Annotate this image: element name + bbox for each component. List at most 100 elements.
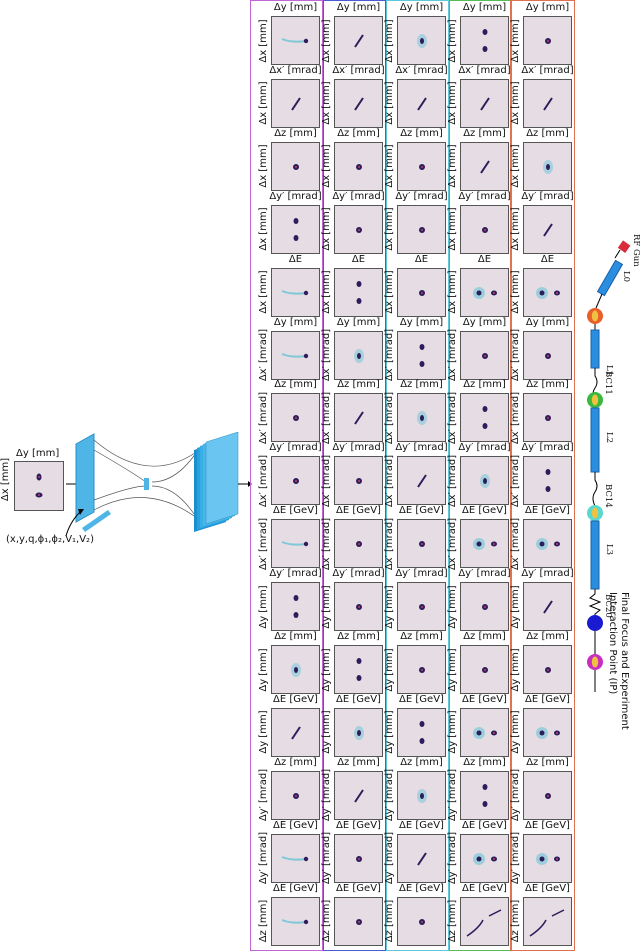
panel-side-label: Δy [mm] bbox=[384, 647, 395, 692]
distribution-plot bbox=[419, 720, 425, 744]
panel-top-label: ΔE [GeV] bbox=[273, 505, 318, 517]
label-l2: L2 bbox=[604, 432, 614, 444]
panel-top-label: Δz [mm] bbox=[463, 127, 506, 139]
phase-space-panel bbox=[271, 78, 320, 128]
column-frame-1 bbox=[250, 0, 323, 951]
distribution-plot bbox=[417, 34, 427, 48]
panel-side-label: Δx [mm] bbox=[510, 144, 521, 188]
panel-top-label: Δy [mm] bbox=[273, 316, 318, 328]
panel-side-label: Δx [mm] bbox=[447, 81, 458, 126]
distribution-plot bbox=[543, 97, 553, 111]
panel-side-label: Δx [mm] bbox=[258, 81, 269, 126]
panel-side-label: Δx′ [mrad] bbox=[384, 391, 395, 445]
panel-top-label: ΔE [GeV] bbox=[399, 693, 444, 705]
phase-space-panel bbox=[334, 770, 383, 820]
panel-side-label: Δx′ [mrad] bbox=[321, 454, 332, 507]
phase-space-panel bbox=[334, 267, 383, 317]
distribution-plot bbox=[291, 726, 301, 740]
phase-space-panel bbox=[271, 16, 320, 65]
panel-top-label: Δz [mm] bbox=[274, 756, 317, 768]
distribution-plot bbox=[419, 667, 425, 673]
panel-side-label: Δx [mm] bbox=[258, 18, 269, 63]
phase-space-panel bbox=[460, 896, 509, 946]
panel-top-label: Δy [mm] bbox=[399, 316, 444, 328]
phase-space-panel bbox=[397, 330, 446, 380]
phase-space-panel bbox=[460, 141, 509, 191]
panel-top-label: Δy′ [mrad] bbox=[332, 190, 385, 202]
input-panel bbox=[14, 461, 64, 511]
phase-space-panel bbox=[397, 267, 446, 317]
panel-side-label: Δx′ [mrad] bbox=[510, 517, 521, 570]
distribution-plot bbox=[291, 97, 301, 111]
distribution-plot bbox=[354, 97, 364, 111]
panel-side-label: Δy [mm] bbox=[447, 647, 458, 692]
distribution-plot bbox=[356, 280, 362, 304]
panel-side-label: Δz [mm] bbox=[384, 899, 395, 943]
distribution-plot bbox=[356, 604, 362, 611]
phase-space-panel bbox=[397, 204, 446, 254]
panel-side-label: Δx′ [mrad] bbox=[510, 454, 521, 507]
phase-space-panel bbox=[334, 707, 383, 757]
panel-side-label: Δx′ [mrad] bbox=[384, 517, 395, 570]
panel-side-label: Δz [mm] bbox=[510, 899, 521, 943]
phase-space-panel bbox=[523, 204, 572, 254]
distribution-plot bbox=[293, 217, 299, 241]
distribution-plot bbox=[482, 352, 488, 359]
panel-top-label: Δz [mm] bbox=[337, 631, 380, 642]
panel-top-label: Δz [mm] bbox=[463, 756, 506, 768]
l3-cavity bbox=[590, 520, 600, 590]
panel-side-label: Δy′ [mrad] bbox=[384, 832, 395, 885]
panel-top-label: Δz [mm] bbox=[274, 379, 317, 391]
panel-top-label: Δy [mm] bbox=[525, 316, 570, 328]
distribution-plot bbox=[417, 97, 427, 111]
panel-top-label: Δy [mm] bbox=[525, 2, 570, 13]
phase-space-panel bbox=[460, 770, 509, 820]
panel-top-label: Δz [mm] bbox=[274, 127, 317, 139]
panel-side-label: Δy [mm] bbox=[384, 710, 395, 755]
panel-side-label: Δx′ [mrad] bbox=[510, 391, 521, 445]
panel-top-label: Δx′ [mrad] bbox=[521, 64, 574, 76]
panel-top-label: Δy [mm] bbox=[462, 316, 507, 328]
phase-space-panel bbox=[397, 16, 446, 65]
phase-space-panel bbox=[460, 707, 509, 757]
panel-side-label: Δx [mm] bbox=[384, 144, 395, 188]
panel-side-label: Δy [mm] bbox=[447, 584, 458, 629]
panel-side-label: Δy [mm] bbox=[321, 584, 332, 629]
phase-space-panel bbox=[523, 833, 572, 883]
phase-space-panel bbox=[523, 645, 572, 694]
distribution-plot bbox=[281, 918, 309, 924]
phase-space-panel bbox=[334, 833, 383, 883]
phase-space-panel bbox=[271, 456, 320, 506]
l0-cavity bbox=[596, 259, 624, 297]
distribution-plot bbox=[473, 726, 497, 739]
distribution-plot bbox=[356, 918, 362, 925]
panel-top-label: Δx′ [mrad] bbox=[395, 64, 448, 76]
panel-side-label: Δx′ [mrad] bbox=[258, 454, 269, 507]
distribution-plot bbox=[482, 783, 488, 807]
label-bc11: BC11 bbox=[603, 371, 613, 395]
phase-space-panel bbox=[460, 204, 509, 254]
panel-top-label: ΔE [GeV] bbox=[525, 819, 570, 831]
panel-top-label: ΔE [GeV] bbox=[273, 693, 318, 705]
panel-side-label: Δx [mm] bbox=[447, 207, 458, 251]
panel-top-label: ΔE [GeV] bbox=[462, 819, 507, 831]
distribution-plot bbox=[354, 725, 364, 740]
phase-space-panel bbox=[397, 896, 446, 946]
params-arrow bbox=[65, 509, 84, 537]
distribution-plot bbox=[281, 855, 309, 861]
marker-4 bbox=[587, 615, 603, 631]
column-frame-4 bbox=[449, 0, 512, 951]
panel-top-label: Δy′ [mrad] bbox=[521, 568, 574, 580]
label-rf-gun: RF Gun bbox=[631, 234, 641, 267]
distribution-plot bbox=[293, 478, 299, 485]
panel-top-label: Δz [mm] bbox=[400, 756, 443, 768]
panel-side-label: Δy [mm] bbox=[510, 710, 521, 755]
distribution-plot bbox=[545, 469, 551, 493]
label-bc14: BC14 bbox=[603, 484, 613, 508]
distribution-plot bbox=[281, 352, 309, 358]
panel-top-label: Δz [mm] bbox=[337, 756, 380, 768]
panel-side-label: Δx′ [mrad] bbox=[447, 391, 458, 445]
panel-side-label: Δx [mm] bbox=[258, 144, 269, 188]
phase-space-panel bbox=[523, 519, 572, 569]
